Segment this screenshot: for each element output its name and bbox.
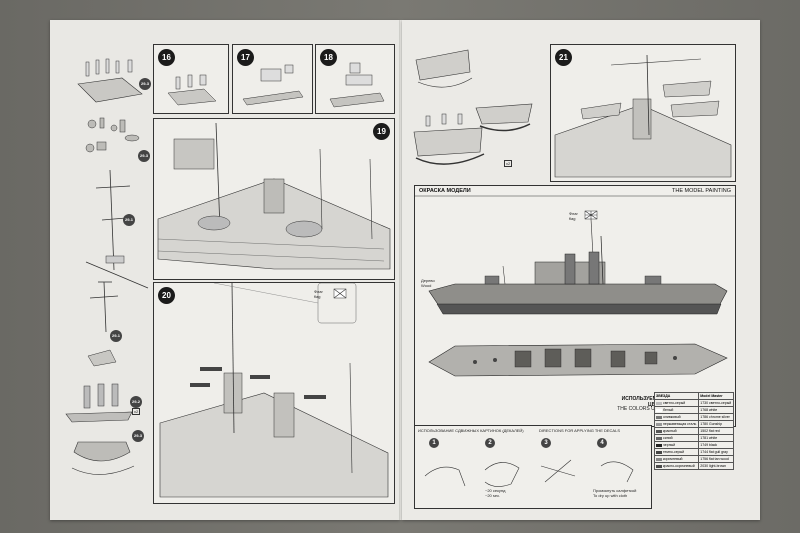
color-model-master: 1786 chrome silver	[698, 413, 734, 421]
step-18-panel: 18	[315, 44, 395, 114]
color-name-ru: красно-коричневый	[662, 464, 695, 468]
colors-table-header: ЗВЕЗДА Model Master	[653, 392, 734, 400]
color-model-master: 1780 Gunship	[698, 420, 734, 428]
step-19-panel: 19	[153, 118, 395, 280]
left-column-subassemblies	[65, 58, 149, 475]
color-model-master: 2030 light-brown	[698, 462, 734, 470]
color-model-master: 1730 светло-серый	[698, 399, 734, 407]
colors-table-head-model-master: Model Master	[698, 392, 734, 400]
decal-step4-ru: Промокнуть салфеткой	[593, 488, 637, 493]
colors-used-title-en: THE COLORS USED	[617, 406, 665, 412]
colors-table-row: темно-серый 1744 flat gull gray	[653, 448, 734, 456]
colors-table-head-zvezda: ЗВЕЗДА	[653, 392, 700, 400]
color-name-ru: нержавеющая сталь	[662, 422, 697, 426]
colors-table-row: коричневый 1756 flat tan wood	[653, 455, 734, 463]
colors-table: ЗВЕЗДА Model Master светло-серый 1730 све…	[653, 392, 734, 470]
color-name-ru: красный	[662, 429, 677, 433]
flag-label-ru: Флаг	[569, 211, 578, 216]
decals-directions-section: ИСПОЛЬЗОВАНИЕ СДВИЖНЫХ КАРТИНОК (ДЕКАЛЕЙ…	[414, 425, 652, 509]
painting-title-ru: ОКРАСКА МОДЕЛИ	[419, 188, 471, 194]
callout-29-1-b: 29-1	[110, 330, 122, 342]
callout-29-3-a: 29-3	[139, 78, 151, 90]
decals-title-ru: ИСПОЛЬЗОВАНИЕ СДВИЖНЫХ КАРТИНОК (ДЕКАЛЕЙ…	[418, 428, 524, 433]
color-model-master: 1744 flat gull gray	[698, 448, 734, 456]
colors-table-row: светло-серый 1730 светло-серый	[653, 399, 734, 407]
page-gutter	[399, 20, 403, 520]
color-model-master: 1768 white	[698, 406, 734, 414]
step-21-panel: 21	[550, 44, 736, 182]
left-instruction-page: 29-3 29-3 29-1 29-1 29-2 29-3 x2 16 17 1…	[50, 20, 400, 520]
decals-title-en: DIRECTIONS FOR APPLYING THE DECALS	[539, 428, 620, 433]
quantity-x2-label: x2	[132, 408, 141, 415]
decal-hands-drawings	[424, 459, 634, 487]
decal-step2-time-ru: ~20 секунд	[485, 488, 506, 493]
callout-label: 29-3	[139, 153, 148, 158]
color-name-ru: оливковый	[662, 415, 681, 419]
step-20-number: 20	[158, 287, 175, 304]
colors-table-row: белый 1768 white	[653, 406, 734, 414]
step-19-number: 19	[373, 123, 390, 140]
color-name-ru: черный	[662, 443, 676, 447]
flag-label-ru-step20: Флаг	[314, 289, 323, 294]
color-name-ru: светло-серый	[662, 401, 686, 405]
callout-29-3-c: 29-3	[132, 430, 144, 442]
boat-subassemblies	[413, 49, 533, 165]
step-21-number: 21	[555, 49, 572, 66]
right-instruction-page: x2 21 ОКРАСКА МОДЕЛИ THE MODEL PAINTING	[402, 20, 760, 520]
callout-label: 29-1	[124, 217, 133, 222]
quantity-x2-label: x2	[504, 160, 513, 167]
decal-step-2: 2	[485, 438, 495, 448]
callout-29-1-a: 29-1	[123, 214, 135, 226]
colors-table-row: синий 1781 white	[653, 434, 734, 442]
step-17-panel: 17	[232, 44, 313, 114]
deck-wood-label-en: Wood	[421, 283, 432, 288]
decal-step4-en: To dry up with cloth	[593, 493, 628, 498]
step-16-number: 16	[158, 49, 175, 66]
ship-profile-drawing	[415, 195, 735, 377]
decal-step-3: 3	[541, 438, 551, 448]
color-name-ru: темно-серый	[662, 450, 685, 454]
color-name-ru: белый	[662, 408, 674, 412]
callout-29-2: 29-2	[130, 396, 142, 408]
callout-label: 29-3	[133, 433, 142, 438]
color-name-ru: синий	[662, 436, 673, 440]
callout-29-3-b: 29-3	[138, 150, 150, 162]
callout-label: 29-1	[111, 333, 120, 338]
flag-label-en-step20: flag	[314, 294, 321, 299]
step-18-number: 18	[320, 49, 337, 66]
callout-label: 29-2	[131, 399, 140, 404]
color-model-master: 1502 flat red	[698, 427, 734, 435]
model-painting-section: ОКРАСКА МОДЕЛИ THE MODEL PAINTING	[414, 185, 736, 427]
step-20-panel: 20 Флаг flag	[153, 282, 395, 504]
color-name-ru: коричневый	[662, 457, 683, 461]
color-model-master: 1756 flat tan wood	[698, 455, 734, 463]
color-model-master: 1749 black	[698, 441, 734, 449]
callout-label: 29-3	[140, 81, 149, 86]
colors-table-row: черный 1749 black	[653, 441, 734, 449]
colors-table-row: оливковый 1786 chrome silver	[653, 413, 734, 421]
decal-step-4: 4	[597, 438, 607, 448]
flag-label-en: flag	[569, 216, 576, 221]
color-model-master: 1781 white	[698, 434, 734, 442]
decal-step2-time-en: ~20 sec.	[485, 493, 501, 498]
step-17-number: 17	[237, 49, 254, 66]
step-16-panel: 16	[153, 44, 229, 114]
colors-table-row: красный 1502 flat red	[653, 427, 734, 435]
painting-title-en: THE MODEL PAINTING	[672, 188, 731, 194]
decal-step-1: 1	[429, 438, 439, 448]
deck-wood-label-ru: Дерево	[421, 278, 435, 283]
